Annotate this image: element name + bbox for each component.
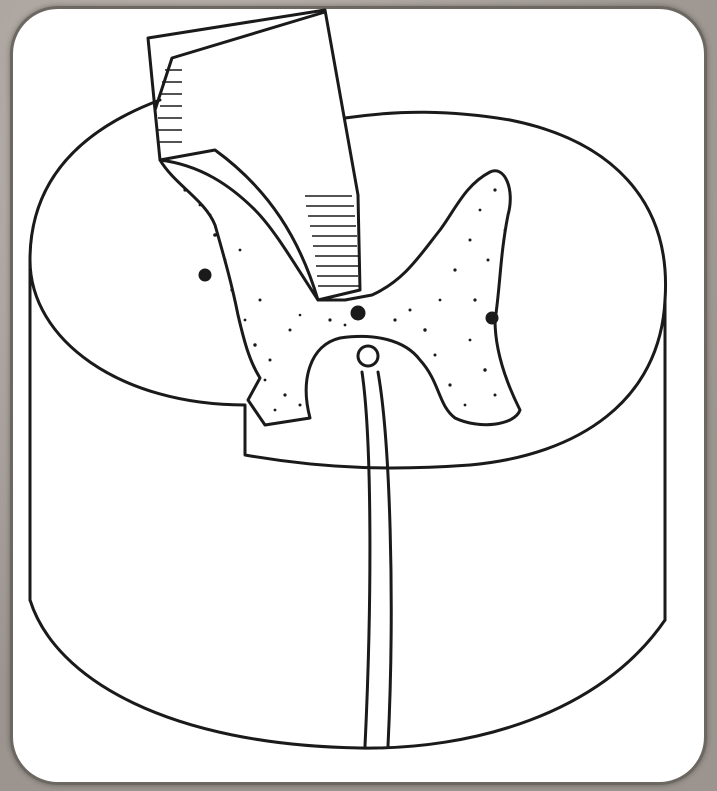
posterior-median-dot: [352, 307, 364, 319]
central-canal: [358, 346, 378, 366]
block-hatching: [158, 70, 359, 286]
cord-top-surface: [30, 100, 666, 468]
cord-bottom-edge: [30, 600, 665, 748]
lateral-horn-left: [200, 270, 210, 280]
lateral-horn-right: [487, 313, 497, 323]
anterior-fissure: [362, 372, 391, 746]
posterior-column-block-face: [155, 12, 325, 110]
gray-matter: [160, 160, 520, 425]
